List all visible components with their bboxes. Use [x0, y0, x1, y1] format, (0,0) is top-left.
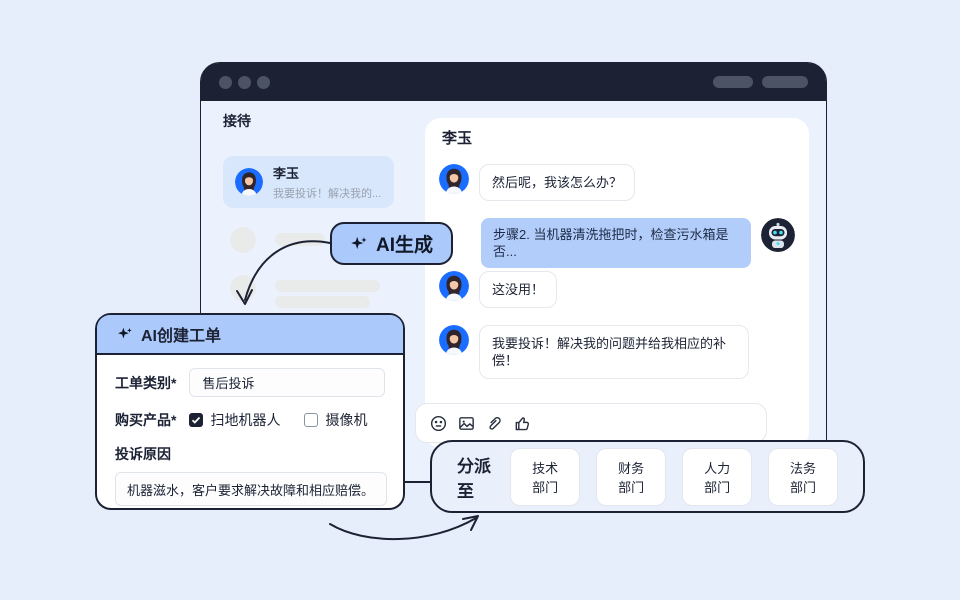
ai-ticket-card: AI创建工单 工单类别* 售后投诉 购买产品* 扫地机器人	[95, 313, 405, 510]
checkbox-checked-icon	[189, 413, 204, 427]
ticket-card-title: AI创建工单	[141, 328, 222, 345]
placeholder-avatar	[230, 275, 256, 301]
category-input[interactable]: 售后投诉	[189, 368, 385, 397]
sparkle-icon	[117, 326, 133, 342]
checkbox-camera[interactable]: 摄像机	[304, 410, 367, 430]
emoji-icon[interactable]	[429, 414, 448, 433]
dept-button-tech[interactable]: 技术部门	[510, 447, 581, 506]
dept-button-finance[interactable]: 财务部门	[596, 447, 667, 506]
placeholder-bar	[275, 296, 370, 308]
chat-bubble: 这没用！	[479, 271, 558, 308]
image-icon[interactable]	[457, 414, 476, 433]
placeholder-bar	[275, 233, 325, 246]
customer-avatar	[439, 164, 469, 194]
chat-message-row: 这没用！	[439, 271, 789, 308]
titlebar-pill	[762, 76, 808, 88]
window-dot-icon[interactable]	[219, 75, 232, 89]
window-dot-icon[interactable]	[257, 75, 270, 89]
ticket-card-header: AI创建工单	[97, 315, 403, 355]
checkbox-label: 扫地机器人	[210, 412, 281, 428]
customer-avatar	[235, 168, 263, 196]
product-label: 购买产品*	[115, 412, 177, 428]
placeholder-bar	[275, 280, 380, 292]
chat-item-preview: 我要投诉！解决我的...	[273, 188, 382, 200]
arrow-to-dispatch	[329, 517, 477, 541]
checkbox-unchecked-icon	[304, 413, 319, 427]
chat-message-row: 我要投诉！解决我的问题并给我相应的补偿！	[439, 325, 789, 379]
customer-avatar	[439, 271, 469, 301]
chat-item-name: 李玉	[273, 166, 300, 181]
chat-panel: 李玉 然后呢，我该怎么办？ 步骤2. 当机器清洗拖把时，检查污水箱是否... 这…	[425, 118, 809, 448]
dept-button-legal[interactable]: 法务部门	[768, 447, 839, 506]
sidebar-chat-item-active[interactable]: 李玉 我要投诉！解决我的...	[223, 156, 394, 208]
reason-input[interactable]: 机器滋水，客户要求解决故障和相应赔偿。	[115, 472, 387, 506]
chat-message-row-bot: 步骤2. 当机器清洗拖把时，检查污水箱是否...	[439, 218, 795, 268]
thumbs-up-icon[interactable]	[513, 414, 532, 433]
titlebar-placeholder-pills	[713, 76, 808, 88]
window-titlebar	[201, 63, 826, 101]
attachment-icon[interactable]	[485, 414, 504, 433]
dispatch-label: 分派至	[457, 456, 491, 501]
placeholder-avatar	[230, 227, 256, 253]
titlebar-pill	[713, 76, 753, 88]
checkbox-robot-vacuum[interactable]: 扫地机器人	[189, 410, 280, 430]
sparkle-icon	[350, 235, 368, 253]
window-controls	[219, 75, 270, 89]
customer-avatar	[439, 325, 469, 355]
ai-generate-label: AI生成	[375, 235, 433, 256]
chat-bubble: 然后呢，我该怎么办？	[479, 164, 636, 201]
reason-label: 投诉原因	[115, 446, 171, 462]
category-label: 工单类别*	[115, 374, 177, 391]
ai-generate-button[interactable]: AI生成	[330, 222, 453, 265]
chat-input-box[interactable]	[415, 403, 767, 443]
window-dot-icon[interactable]	[238, 75, 251, 89]
chat-message-row: 然后呢，我该怎么办？	[439, 164, 789, 201]
chat-bubble: 我要投诉！解决我的问题并给我相应的补偿！	[479, 325, 749, 379]
bot-chat-bubble: 步骤2. 当机器清洗拖把时，检查污水箱是否...	[481, 218, 751, 268]
bot-avatar	[761, 218, 795, 252]
checkbox-label: 摄像机	[325, 412, 368, 428]
sidebar-title: 接待	[223, 113, 251, 129]
dept-button-hr[interactable]: 人力部门	[682, 447, 753, 506]
dispatch-card: 分派至 技术部门 财务部门 人力部门 法务部门	[430, 440, 865, 513]
chat-title: 李玉	[442, 130, 473, 147]
